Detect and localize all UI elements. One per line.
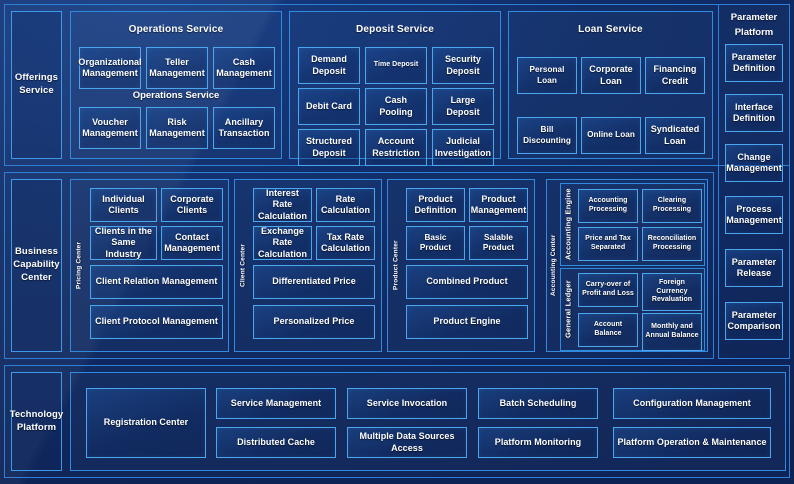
group-overlay-title-operations-service: Operations Service [132,90,220,101]
tile-ancillary-transaction[interactable]: Ancillary Transaction [213,107,275,149]
tile-corporate-loan[interactable]: Corporate Loan [581,57,641,94]
tile-individual-clients[interactable]: Individual Clients [90,188,157,222]
tile-combined-product[interactable]: Combined Product [406,265,528,299]
group-accounting-center: Accounting Center Accounting Engine Acco… [546,179,708,352]
tile-judicial-investigation[interactable]: Judicial Investigation [432,129,494,166]
tile-platform-monitoring[interactable]: Platform Monitoring [478,427,598,458]
tile-registration-center[interactable]: Registration Center [86,388,206,458]
tile-account-restriction[interactable]: Account Restriction [365,129,427,166]
group-client-center: Client Center Interest Rate Calculation … [234,179,382,352]
tile-cash-management[interactable]: Cash Management [213,47,275,89]
row-business-capability-center [4,172,714,359]
lane-label-offerings-service: Offerings Service [11,11,62,159]
group-title-operations-service: Operations Service [128,24,224,35]
tile-service-invocation[interactable]: Service Invocation [347,388,467,419]
side-column-title: Parameter Platform [722,10,786,46]
tile-security-deposit[interactable]: Security Deposit [432,47,494,84]
tile-personalized-price[interactable]: Personalized Price [253,305,375,339]
tile-change-management[interactable]: Change Management [725,144,783,182]
tile-interface-definition[interactable]: Interface Definition [725,94,783,132]
side-column-title-line1: Parameter [730,12,778,23]
tile-monthly-and-annual-balance[interactable]: Monthly and Annual Balance [642,313,702,351]
group-loan-service: Loan Service Personal Loan Corporate Loa… [508,11,713,159]
tile-client-protocol-management[interactable]: Client Protocol Management [90,305,223,339]
vertical-label-client-center: Client Center [239,243,247,288]
group-pricing-center: Pricing Center Individual Clients Corpor… [70,179,229,352]
tile-batch-scheduling[interactable]: Batch Scheduling [478,388,598,419]
lane-label-business-capability-center: Business Capability Center [11,179,62,352]
tile-time-deposit[interactable]: Time Deposit [365,47,427,84]
tile-salable-product[interactable]: Salable Product [469,226,528,260]
tile-price-and-tax-separated[interactable]: Price and Tax Separated [578,227,638,261]
tile-rate-calculation[interactable]: Rate Calculation [316,188,375,222]
group-operations-service: Operations Service Operations Service Or… [70,11,282,159]
row-technology-platform [4,365,790,478]
tile-tax-rate-calculation[interactable]: Tax Rate Calculation [316,226,375,260]
tile-structured-deposit[interactable]: Structured Deposit [298,129,360,166]
vertical-label-product-center: Product Center [392,240,400,291]
tile-bill-discounting[interactable]: Bill Discounting [517,117,577,154]
side-column-parameter-platform [718,4,790,359]
tile-product-definition[interactable]: Product Definition [406,188,465,222]
group-product-center: Product Center Product Definition Produc… [387,179,535,352]
tile-exchange-rate-calculation[interactable]: Exchange Rate Calculation [253,226,312,260]
group-title-loan-service: Loan Service [578,24,643,35]
lane-label-technology-platform: Technology Platform [10,372,63,471]
tile-distributed-cache[interactable]: Distributed Cache [216,427,336,458]
tile-platform-operation-maintenance[interactable]: Platform Operation & Maintenance [613,427,771,458]
tile-interest-rate-calculation[interactable]: Interest Rate Calculation [253,188,312,222]
tile-differentiated-price[interactable]: Differentiated Price [253,265,375,299]
tile-parameter-comparison[interactable]: Parameter Comparison [725,302,783,340]
tile-service-management[interactable]: Service Management [216,388,336,419]
vertical-label-accounting-engine: Accounting Engine [563,188,573,261]
tile-organizational-management[interactable]: Organizational Management [78,47,142,89]
tile-cash-pooling[interactable]: Cash Pooling [365,88,427,125]
vertical-label-general-ledger: General Ledger [563,280,573,339]
tile-foreign-currency-revaluation[interactable]: Foreign Currency Revaluation [642,273,702,311]
tile-parameter-definition[interactable]: Parameter Definition [725,44,783,82]
tile-carry-over-of-profit-and-loss[interactable]: Carry-over of Profit and Loss [578,273,638,307]
subgroup-accounting-engine: Accounting Engine Accounting Processing … [560,183,705,266]
tile-configuration-management[interactable]: Configuration Management [613,388,771,419]
tile-accounting-processing[interactable]: Accounting Processing [578,189,638,223]
tile-risk-management[interactable]: Risk Management [146,107,208,149]
tile-reconciliation-processing[interactable]: Reconciliation Processing [642,227,702,261]
group-title-deposit-service: Deposit Service [355,24,435,35]
tile-teller-management[interactable]: Teller Management [146,47,208,89]
tile-online-loan[interactable]: Online Loan [581,117,641,154]
vertical-label-pricing-center: Pricing Center [75,241,83,290]
tile-client-relation-management[interactable]: Client Relation Management [90,265,223,299]
tile-large-deposit[interactable]: Large Deposit [432,88,494,125]
group-technology-platform: Registration Center Service Management D… [70,372,786,471]
tile-financing-credit[interactable]: Financing Credit [645,57,705,94]
tile-debit-card[interactable]: Debit Card [298,88,360,125]
tile-voucher-management[interactable]: Voucher Management [79,107,141,149]
tile-product-engine[interactable]: Product Engine [406,305,528,339]
tile-process-management[interactable]: Process Management [725,196,783,234]
tile-clearing-processing[interactable]: Clearing Processing [642,189,702,223]
tile-contact-management[interactable]: Contact Management [161,226,223,260]
vertical-label-accounting-center: Accounting Center [550,234,557,297]
tile-product-management[interactable]: Product Management [469,188,528,222]
tile-basic-product[interactable]: Basic Product [406,226,465,260]
tile-syndicated-loan[interactable]: Syndicated Loan [645,117,705,154]
tile-demand-deposit[interactable]: Demand Deposit [298,47,360,84]
tile-multiple-data-sources-access[interactable]: Multiple Data Sources Access [347,427,467,458]
tile-personal-loan[interactable]: Personal Loan [517,57,577,94]
group-deposit-service: Deposit Service Demand Deposit Time Depo… [289,11,501,166]
tile-corporate-clients[interactable]: Corporate Clients [161,188,223,222]
side-column-title-line2: Platform [734,27,774,39]
tile-account-balance[interactable]: Account Balance [578,313,638,347]
tile-parameter-release[interactable]: Parameter Release [725,249,783,287]
subgroup-general-ledger: General Ledger Carry-over of Profit and … [560,268,705,351]
tile-clients-in-the-same-industry[interactable]: Clients in the Same Industry [90,226,157,260]
